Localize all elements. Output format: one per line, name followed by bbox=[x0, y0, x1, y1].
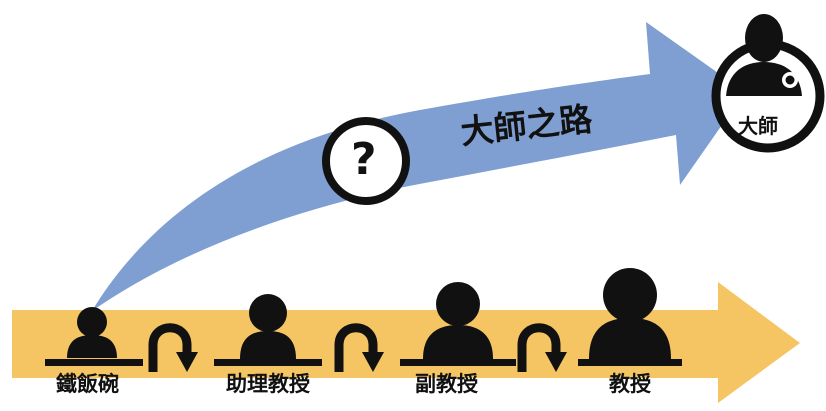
ground-arrow bbox=[12, 282, 800, 403]
question-badge bbox=[322, 117, 410, 205]
stage-label-4: 教授 bbox=[609, 372, 651, 396]
stage-label-3: 副教授 bbox=[415, 372, 478, 396]
stage-label-1: 鐵飯碗 bbox=[56, 372, 119, 396]
question-mark: ? bbox=[351, 134, 377, 185]
master-badge bbox=[711, 14, 825, 153]
hop-arrow-3-icon bbox=[517, 323, 567, 372]
stage-person-2-icon bbox=[214, 294, 322, 366]
stage-person-3-icon bbox=[400, 282, 516, 366]
hop-arrow-1-icon bbox=[148, 323, 198, 372]
stage-person-4-icon bbox=[578, 268, 682, 366]
stage-label-2: 助理教授 bbox=[226, 372, 310, 396]
rising-arrow bbox=[92, 22, 745, 311]
stage-person-1-icon bbox=[45, 307, 143, 366]
goal-label: 大師 bbox=[738, 114, 778, 138]
hop-arrow-2-icon bbox=[334, 323, 384, 372]
master-silhouette-icon bbox=[726, 14, 802, 96]
